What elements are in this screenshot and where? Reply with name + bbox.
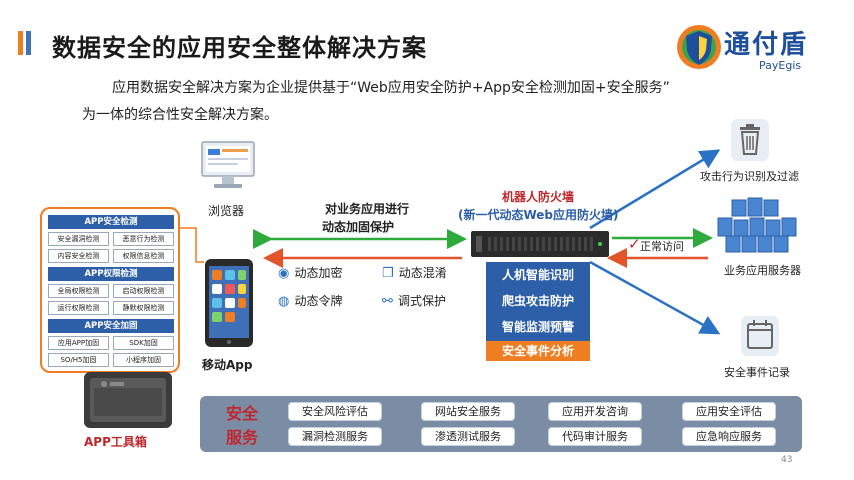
group-cell: 应用APP加固 — [48, 336, 109, 350]
logo-name: 通付盾 — [724, 30, 809, 60]
waf-item: 智能监测预警 — [501, 320, 574, 334]
waf-features-box: 人机智能识别 爬虫攻击防护 智能监测预警 — [486, 262, 590, 341]
group-head-permission: APP权限检测 — [48, 267, 174, 281]
waf-title: 机器人防火墙 — [502, 190, 575, 204]
rack-server-icon — [471, 231, 609, 257]
toolbox-laptop-icon — [84, 372, 172, 428]
servers-label: 业务应用服务器 — [724, 264, 801, 277]
services-label: 安全 服务 — [226, 402, 258, 450]
feature-label: 动态混淆 — [398, 266, 447, 280]
group-cell: 运行权限检测 — [48, 301, 109, 315]
group-cell: 安全漏洞检测 — [48, 232, 109, 246]
browser-label: 浏览器 — [208, 204, 245, 218]
group-cell: 权限信息检测 — [113, 249, 174, 263]
calendar-icon — [741, 316, 779, 356]
group-cell: SDK加固 — [113, 336, 174, 350]
services-label-line-1: 安全 — [226, 404, 259, 423]
intro-line-2: 为一体的综合性安全解决方案。 — [82, 107, 278, 123]
group-cell: 全局权限检测 — [48, 284, 109, 298]
group-cell: 内容安全检测 — [48, 249, 109, 263]
token-icon: ◍ — [278, 294, 290, 309]
toolbox-label: APP工具箱 — [84, 435, 147, 449]
server-cluster-icon — [717, 197, 797, 253]
shield-icon: ◉ — [278, 266, 290, 281]
normal-access-label: 正常访问 — [640, 240, 684, 253]
group-cell: 静默权限检测 — [113, 301, 174, 315]
intro-line-1: 应用数据安全解决方案为企业提供基于“Web应用安全防护+App安全检测加固+安全… — [112, 80, 670, 96]
feature-dynamic-token: ◍ 动态令牌 — [278, 290, 342, 309]
mobile-app-label: 移动App — [202, 358, 253, 372]
feature-dynamic-encrypt: ◉ 动态加密 — [278, 262, 342, 281]
app-security-panel: APP安全检测 安全漏洞检测 恶意行为检测 内容安全检测 权限信息检测 APP权… — [40, 207, 180, 373]
waf-analysis: 安全事件分析 — [486, 341, 590, 361]
service-item: 应用安全评估 — [682, 402, 776, 421]
waf-subtitle: (新一代动态Web应用防火墙) — [458, 208, 619, 222]
logo-shield-icon — [677, 25, 721, 69]
tablet-icon — [205, 259, 253, 347]
feature-debug-protect: ⚯ 调式保护 — [382, 290, 446, 309]
group-cell: SO/H5加固 — [48, 353, 109, 367]
records-label: 安全事件记录 — [724, 366, 790, 379]
group-cell: 启动权限检测 — [113, 284, 174, 298]
feature-dynamic-obfuscate: ❒ 动态混淆 — [382, 262, 447, 281]
cube-icon: ❒ — [382, 266, 394, 281]
service-item: 应急响应服务 — [682, 427, 776, 446]
services-label-line-2: 服务 — [226, 428, 259, 447]
feature-label: 动态加密 — [294, 266, 343, 280]
logo-sub: PayEgis — [759, 59, 802, 72]
group-cell: 恶意行为检测 — [113, 232, 174, 246]
check-icon: ✓ — [628, 235, 641, 253]
filter-label: 攻击行为识别及过滤 — [700, 170, 799, 183]
arrow-label-line-2: 动态加固保护 — [322, 220, 395, 234]
group-head-harden: APP安全加固 — [48, 319, 174, 333]
link-icon: ⚯ — [382, 294, 393, 309]
trash-icon — [731, 119, 769, 161]
waf-item: 人机智能识别 — [501, 268, 574, 282]
feature-label: 动态令牌 — [294, 294, 343, 308]
monitor-icon — [201, 141, 255, 188]
waf-item: 爬虫攻击防护 — [501, 294, 574, 308]
group-head-detect: APP安全检测 — [48, 215, 174, 229]
feature-label: 调式保护 — [398, 294, 447, 308]
page-number: 43 — [781, 455, 793, 465]
title-accent-blue — [26, 31, 31, 55]
service-item: 渗透测试服务 — [421, 427, 515, 446]
page-title: 数据安全的应用安全整体解决方案 — [52, 34, 427, 62]
service-item: 安全风险评估 — [288, 402, 382, 421]
service-item: 漏洞检测服务 — [288, 427, 382, 446]
service-item: 代码审计服务 — [548, 427, 642, 446]
group-cell: 小程序加固 — [113, 353, 174, 367]
title-accent-orange — [18, 31, 23, 55]
service-item: 应用开发咨询 — [548, 402, 642, 421]
arrow-label-line-1: 对业务应用进行 — [325, 202, 410, 216]
service-item: 网站安全服务 — [421, 402, 515, 421]
